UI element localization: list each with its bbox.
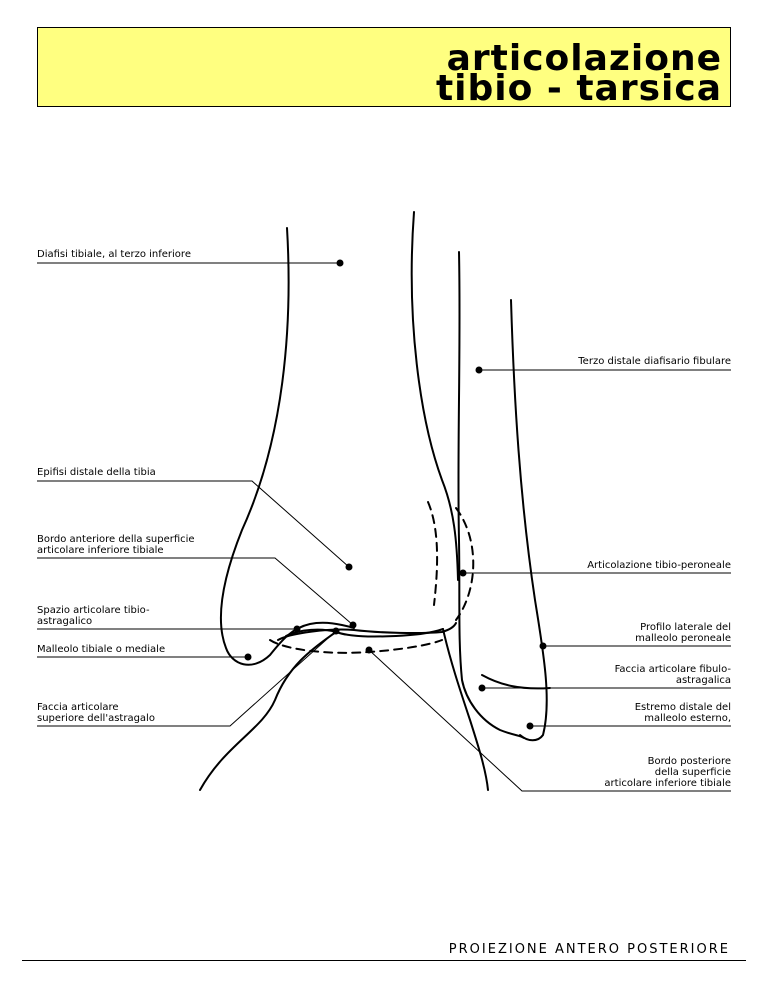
label-faccia-fibulo: Faccia articolare fibulo- astragalica xyxy=(615,664,731,686)
label-bordo-posteriore: Bordo posteriore della superficie artico… xyxy=(604,756,731,789)
leader-epifisi-distale xyxy=(37,480,350,568)
leader-bordo-posteriore xyxy=(368,649,731,792)
label-profilo-laterale: Profilo laterale del malleolo peroneale xyxy=(635,622,731,644)
label-bordo-anteriore-line-2: articolare inferiore tibiale xyxy=(37,545,164,556)
label-bordo-posteriore-line-2: della superficie xyxy=(654,767,731,778)
footer-divider xyxy=(22,960,746,961)
marker-bordo-posteriore xyxy=(365,646,373,654)
title-line-2: tibio - tarsica xyxy=(435,68,722,109)
marker-spazio-articolare xyxy=(293,625,301,633)
label-spazio-articolare-line-1: Spazio articolare tibio- xyxy=(37,605,150,616)
marker-profilo-laterale xyxy=(539,642,547,650)
marker-estremo-distale xyxy=(526,722,534,730)
tibio-fibular-joint-lateral xyxy=(455,507,475,621)
label-epifisi-distale: Epifisi distale della tibia xyxy=(37,467,156,478)
fibula-lateral-outline xyxy=(510,299,548,742)
label-faccia-fibulo-line-1: Faccia articolare fibulo- xyxy=(614,664,731,675)
label-estremo-distale: Estremo distale del malleolo esterno, xyxy=(635,702,731,724)
label-estremo-distale-line-1: Estremo distale del xyxy=(634,702,731,713)
label-faccia-superiore-line-1: Faccia articolare xyxy=(37,702,119,713)
marker-malleolo-tibiale xyxy=(244,653,252,661)
tibio-fibular-joint-medial xyxy=(427,501,439,606)
label-bordo-anteriore: Bordo anteriore della superficie articol… xyxy=(37,534,195,556)
label-articolazione-tibio-peroneale: Articolazione tibio-peroneale xyxy=(587,560,731,571)
marker-bordo-anteriore xyxy=(349,621,357,629)
talus-lateral xyxy=(442,628,489,791)
label-malleolo-tibiale: Malleolo tibiale o mediale xyxy=(37,644,166,655)
label-terzo-distale: Terzo distale diafisario fibulare xyxy=(578,356,731,367)
label-profilo-laterale-line-2: malleolo peroneale xyxy=(635,633,731,644)
marker-epifisi-distale xyxy=(345,563,353,571)
leader-faccia-superiore xyxy=(37,630,337,727)
marker-articolazione-tibio-peroneale xyxy=(459,569,467,577)
label-estremo-distale-line-2: malleolo esterno, xyxy=(644,713,731,724)
marker-faccia-fibulo xyxy=(478,684,486,692)
label-profilo-laterale-line-1: Profilo laterale del xyxy=(640,622,731,633)
tibia-medial-outline xyxy=(219,227,355,666)
label-spazio-articolare-line-2: astragalico xyxy=(37,616,93,627)
talus-dome xyxy=(285,628,444,638)
label-faccia-fibulo-line-2: astragalica xyxy=(675,675,731,686)
fibulo-talar-facet xyxy=(481,674,551,690)
label-bordo-anteriore-line-1: Bordo anteriore della superficie xyxy=(37,534,195,545)
title-box: articolazione tibio - tarsica xyxy=(37,27,731,107)
label-bordo-posteriore-line-1: Bordo posteriore xyxy=(647,756,731,767)
tibial-articular-surface xyxy=(277,622,457,641)
marker-diafisi-tibiale xyxy=(336,259,344,267)
label-diafisi-tibiale: Diafisi tibiale, al terzo inferiore xyxy=(37,249,191,260)
leader-bordo-anteriore xyxy=(37,557,354,626)
label-faccia-superiore: Faccia articolare superiore dell'astraga… xyxy=(37,702,155,724)
fibula-medial-outline xyxy=(457,251,525,739)
tibia-lateral-outline xyxy=(410,211,459,581)
marker-faccia-superiore xyxy=(332,627,340,635)
label-faccia-superiore-line-2: superiore dell'astragalo xyxy=(37,713,155,724)
title-line-1: articolazione xyxy=(446,38,722,79)
posterior-articular-border xyxy=(269,639,443,654)
projection-caption: PROIEZIONE ANTERO POSTERIORE xyxy=(448,942,730,957)
label-spazio-articolare: Spazio articolare tibio- astragalico xyxy=(37,605,150,627)
label-bordo-posteriore-line-3: articolare inferiore tibiale xyxy=(604,778,731,789)
marker-terzo-distale xyxy=(475,366,483,374)
page-title: articolazione tibio - tarsica xyxy=(435,38,722,109)
